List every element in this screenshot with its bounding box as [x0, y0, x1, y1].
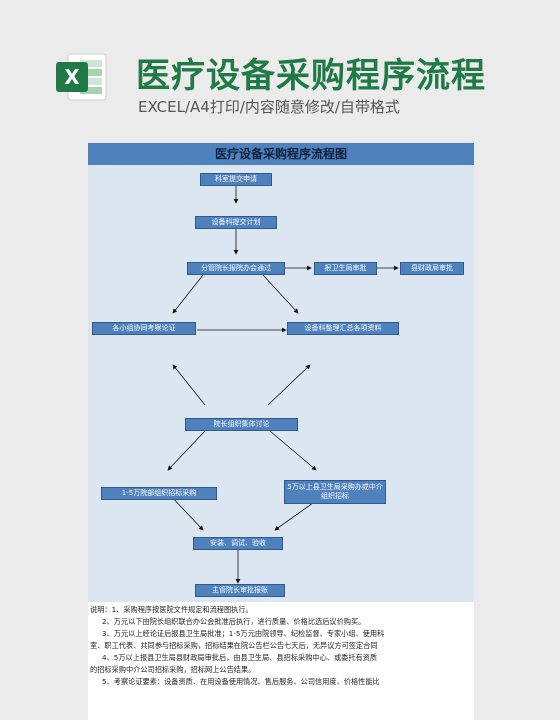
note-line-2: 2、万元以下由院长组织联合办公会批准后执行，进行质量、价格比选后议价购买。 — [102, 617, 366, 626]
step-county-tender: 5万以上县卫生局采购办或中介组织招标 — [284, 480, 386, 504]
arrow-s3-s5 — [262, 274, 299, 314]
note-line-4: 室、职工代表、共同参与招标采购，招标结果在院公告栏公告七天后，无异议方可签定合同 — [90, 641, 378, 650]
step-submit-request: 科室提交申请 — [200, 173, 272, 186]
arrow-s6-s5 — [267, 364, 311, 406]
step-compile-materials: 设备科整理汇总各项资料 — [287, 322, 399, 335]
step-finance-bureau-approval: 县财政局审批 — [400, 262, 464, 275]
note-line-7: 5、考察论证要素：设备资质、在用设备使用情况、售后服务、公司信用度、价格性能比 — [102, 677, 380, 686]
page-title: 医疗设备采购程序流程 — [136, 56, 486, 96]
note-line-6: 的招标采购中介公司招标采购，招标网上公告结果。 — [90, 665, 256, 674]
step-hospital-tender: 1-5万院部组织招标采购 — [101, 487, 217, 500]
page-subtitle: EXCEL/A4打印/内容随意修改/自带格式 — [138, 98, 400, 116]
step-install-acceptance: 安装、调试、验收 — [193, 537, 283, 550]
document-preview: 医疗设备采购程序流程图 — [88, 143, 474, 720]
flowchart-area: 科室提交申请 设备科提交计划 分管院长报院办会通过 报卫生局审批 县财政局审批 … — [88, 165, 474, 602]
note-line-3: 3、万元以上经论证后报县卫生局批准；1-5万元由院领导、纪检监督、专家小组、使用… — [102, 629, 385, 638]
arrow-s6-s4 — [172, 364, 206, 406]
excel-icon-letter: X — [64, 65, 80, 89]
arrow-s3-s4 — [172, 274, 204, 314]
note-line-5: 4、5万以上报县卫生局县财政局审批后，由县卫生局、县招标采购中心、或委托有资质 — [102, 653, 378, 662]
step-vice-president-meeting: 分管院长报院办会通过 — [187, 262, 285, 275]
header: X 医疗设备采购程序流程 EXCEL/A4打印/内容随意修改/自带格式 — [0, 0, 560, 140]
step-group-review: 各小组协同考察论证 — [92, 322, 196, 335]
step-equipment-plan: 设备科提交计划 — [195, 216, 277, 229]
notes-section: 说明：1、采购程序按医院文件规定和流程图执行。 2、万元以下由院长组织联合办公会… — [88, 602, 474, 720]
arrow-s6-s8 — [269, 430, 317, 471]
flowchart-title: 医疗设备采购程序流程图 — [88, 143, 474, 165]
step-health-bureau-approval: 报卫生局审批 — [314, 262, 377, 275]
arrow-s6-s7 — [167, 430, 206, 471]
excel-icon: X — [56, 53, 107, 101]
step-final-approval: 主管院长审批报账 — [195, 584, 285, 597]
note-line-1: 说明：1、采购程序按医院文件规定和流程图执行。 — [90, 605, 253, 614]
step-collective-discussion: 院长组织集体讨论 — [185, 418, 298, 431]
